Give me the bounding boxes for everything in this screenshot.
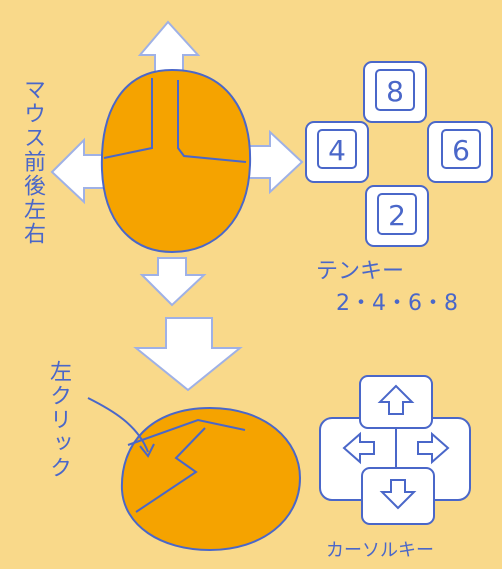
cursor-keys-caption: カーソルキー — [326, 540, 434, 561]
cursor-left-icon — [342, 431, 375, 465]
tenkey-caption: テンキー — [316, 259, 404, 284]
left-click-caption: 左クリック — [46, 360, 71, 480]
key-8-label: 8 — [386, 75, 404, 108]
mouse-top-icon — [100, 68, 252, 254]
arrow-left-icon — [50, 137, 107, 205]
key-8: 8 — [363, 61, 427, 123]
key-6: 6 — [427, 121, 493, 183]
key-6-label: 6 — [452, 134, 470, 167]
key-2: 2 — [365, 185, 429, 247]
key-4-label: 4 — [328, 134, 346, 167]
arrow-right-icon — [247, 129, 304, 195]
arrow-down-icon — [139, 257, 207, 307]
cursor-right-icon — [417, 431, 450, 465]
pointer-arrow-icon — [87, 397, 155, 458]
key-2-label: 2 — [388, 199, 406, 232]
big-arrow-down-icon — [133, 317, 243, 392]
mouse-caption: マウス前後左右 — [20, 78, 45, 246]
cursor-up-icon — [377, 384, 415, 415]
key-4: 4 — [305, 121, 369, 183]
arrow-up-icon — [137, 20, 201, 73]
cursor-down-icon — [379, 479, 417, 510]
tenkey-numbers: 2・4・6・8 — [336, 291, 458, 316]
mouse-click-icon — [120, 406, 302, 552]
